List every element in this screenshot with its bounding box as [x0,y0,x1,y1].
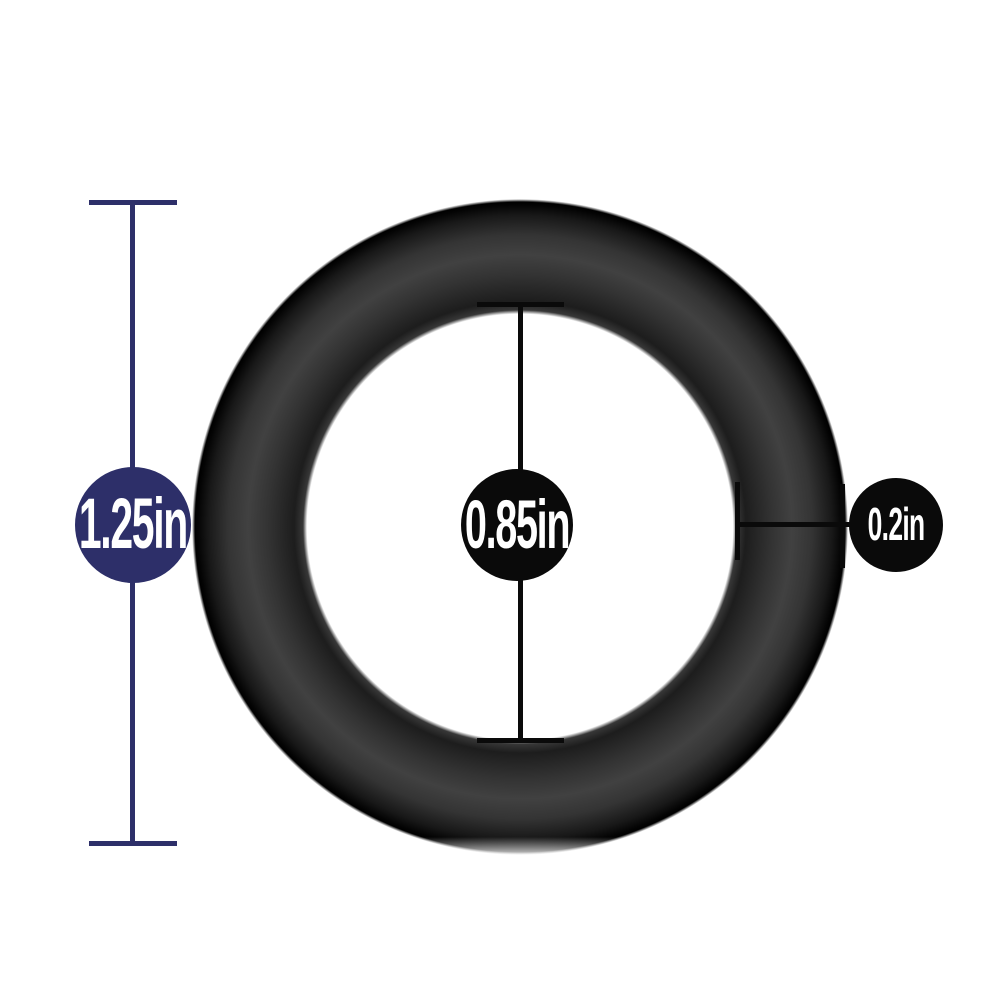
thickness-leader-line [737,522,858,527]
thickness-label: 0.2in [867,499,926,551]
outer-diameter-label: 1.25in [78,484,188,565]
outer-diameter-top-tick [89,200,177,205]
inner-diameter-top-tick [477,302,564,307]
inner-diameter-badge: 0.85in [461,469,573,581]
inner-diameter-bottom-tick [477,738,564,743]
inner-diameter-label: 0.85in [464,485,571,563]
thickness-inner-tick [735,482,740,560]
outer-diameter-bottom-tick [89,841,177,846]
outer-diameter-badge: 1.25in [75,467,191,583]
thickness-badge: 0.2in [849,478,943,572]
